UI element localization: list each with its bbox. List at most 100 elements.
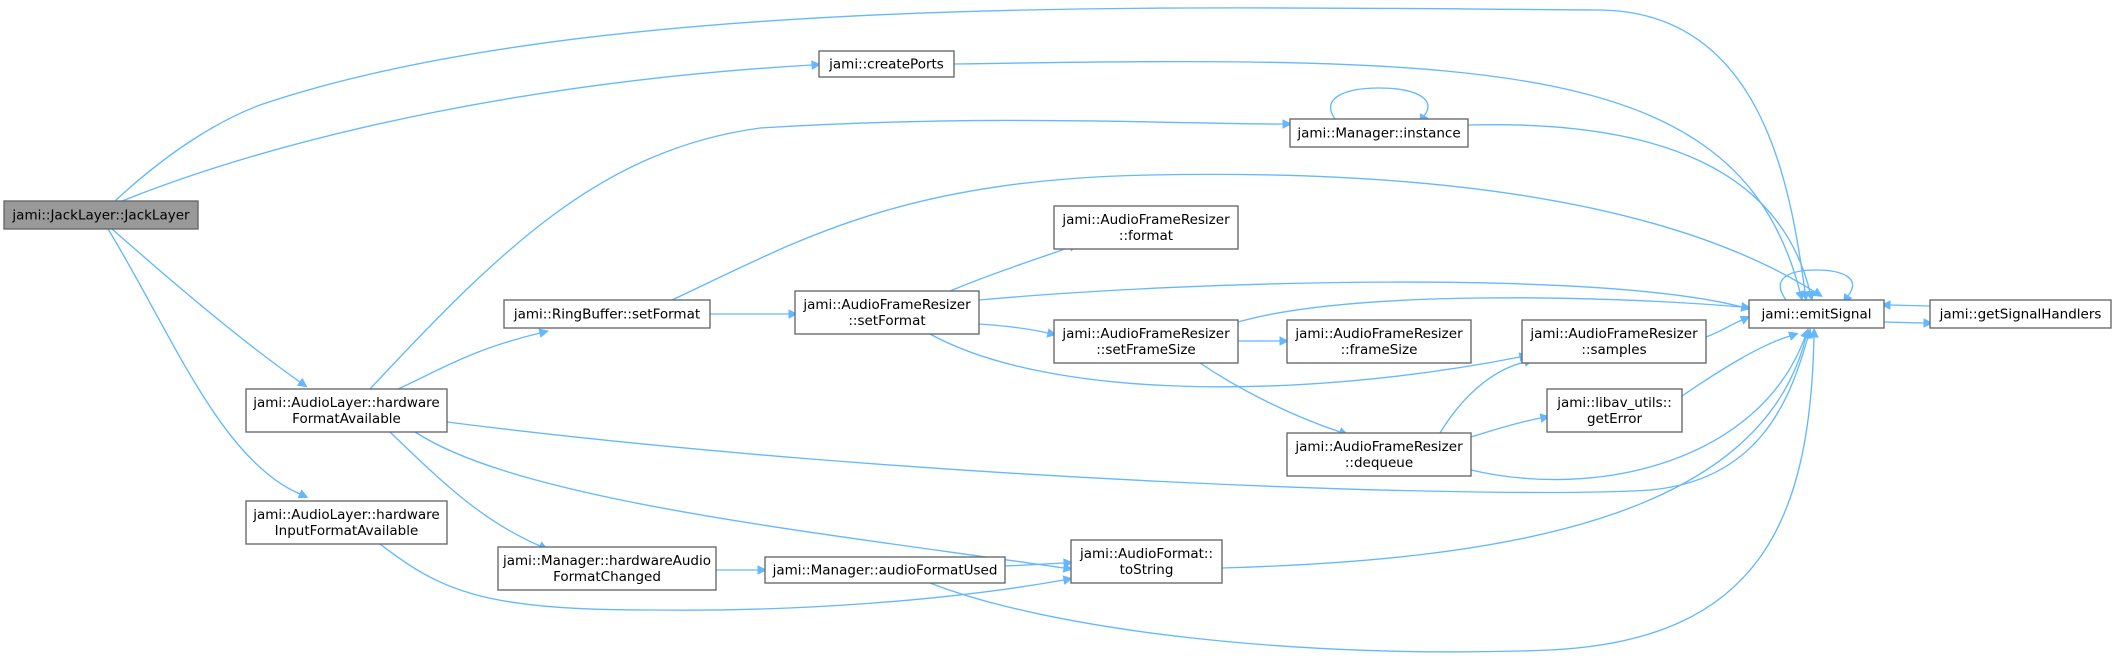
edge-arrowhead — [1062, 575, 1073, 585]
node-label: jami::Manager::instance — [1296, 126, 1460, 142]
node-box — [1053, 205, 1239, 250]
edge-line — [949, 246, 1071, 292]
node-hw-format-available[interactable]: jami::AudioLayer::hardwareFormatAvailabl… — [245, 388, 448, 433]
node-resizer-dequeue[interactable]: jami::AudioFrameResizer::dequeue — [1286, 432, 1472, 477]
edge-arrowhead — [538, 328, 549, 338]
node-label: toString — [1120, 562, 1174, 578]
edge-line — [369, 119, 1284, 390]
node-createports[interactable]: jami::createPorts — [818, 50, 955, 78]
edge-arrowhead — [1741, 302, 1752, 312]
edge-jacklayer-to-emitsignal — [114, 7, 1810, 302]
node-ringbuffer-setformat[interactable]: jami::RingBuffer::setFormat — [503, 299, 711, 329]
edge-audioformat-tostring-to-emitsignal — [1221, 328, 1811, 569]
node-label: ::setFormat — [848, 313, 925, 329]
edge-line — [1883, 321, 1925, 324]
node-jacklayer[interactable]: jami::JackLayer::JackLayer — [3, 200, 199, 230]
node-box — [1286, 319, 1472, 364]
edge-arrowhead — [1788, 331, 1799, 341]
edge-arrowhead — [1795, 290, 1805, 301]
edge-arrowhead — [1880, 300, 1891, 310]
edge-audio-format-used-to-audioformat-tostring — [1004, 558, 1074, 568]
edge-arrowhead — [1812, 287, 1823, 297]
node-box — [1546, 388, 1683, 433]
edge-arrowhead — [1923, 318, 1934, 328]
edge-arrowhead — [297, 489, 309, 499]
edge-hw-format-available-to-instance — [369, 119, 1293, 390]
edge-geterror-to-emitsignal — [1681, 331, 1799, 397]
node-label: jami::getSignalHandlers — [1939, 307, 2102, 323]
node-hw-input-format-available[interactable]: jami::AudioLayer::hardwareInputFormatAva… — [245, 500, 448, 545]
node-label: jami::libav_utils:: — [1556, 395, 1672, 411]
edge-resizer-setformat-to-emitsignal — [978, 281, 1751, 312]
edge-line — [1889, 304, 1931, 307]
node-instance[interactable]: jami::Manager::instance — [1289, 118, 1469, 148]
edge-hw-input-format-available-to-audioformat-tostring — [379, 543, 1073, 611]
edge-line — [107, 228, 301, 495]
node-geterror[interactable]: jami::libav_utils::getError — [1546, 388, 1683, 433]
node-label: ::dequeue — [1345, 455, 1413, 471]
node-label: jami::AudioLayer::hardware — [252, 507, 439, 523]
edge-hw-format-available-to-ringbuffer-setformat — [397, 328, 549, 390]
node-box — [1521, 319, 1707, 364]
edge-line — [1439, 361, 1526, 434]
node-box — [1748, 299, 1885, 329]
edge-line — [389, 431, 541, 547]
node-hw-audio-format-changed[interactable]: jami::Manager::hardwareAudioFormatChange… — [497, 546, 717, 591]
edge-line — [671, 173, 1816, 301]
edge-emitsignal-to-getsignalhandlers — [1883, 318, 1934, 328]
edge-jacklayer-to-createports — [121, 60, 822, 202]
node-label: jami::createPorts — [828, 57, 944, 73]
edge-line — [414, 431, 1065, 569]
node-box — [764, 556, 1006, 584]
edge-arrowhead — [1282, 119, 1293, 129]
edge-jacklayer-to-hw-format-available — [111, 228, 308, 388]
node-label: jami::AudioFrameResizer — [1061, 326, 1230, 342]
edge-line — [1467, 123, 1811, 293]
node-resizer-format[interactable]: jami::AudioFrameResizer::format — [1053, 205, 1239, 250]
edge-line — [978, 323, 1049, 334]
edge-resizer-setframesize-to-resizer-framesize — [1238, 336, 1290, 346]
node-box — [818, 50, 955, 78]
node-audio-format-used[interactable]: jami::Manager::audioFormatUsed — [764, 556, 1006, 584]
edge-line — [379, 543, 1065, 611]
edge-arrowhead — [296, 377, 308, 388]
node-layer: jami::JackLayer::JackLayer jami::createPo… — [3, 50, 2112, 591]
edge-resizer-setframesize-to-resizer-dequeue — [1199, 362, 1349, 437]
node-label: jami::AudioFrameResizer — [802, 297, 971, 313]
node-resizer-setformat[interactable]: jami::AudioFrameResizer::setFormat — [794, 290, 980, 335]
edge-audio-format-used-to-emitsignal — [929, 327, 1819, 653]
node-box — [1929, 299, 2112, 329]
node-label: jami::RingBuffer::setFormat — [513, 307, 700, 323]
edge-createports-to-emitsignal — [953, 60, 1805, 301]
node-resizer-setframesize[interactable]: jami::AudioFrameResizer::setFrameSize — [1053, 319, 1239, 364]
node-resizer-samples[interactable]: jami::AudioFrameResizer::samples — [1521, 319, 1707, 364]
edge-ringbuffer-setformat-to-emitsignal — [671, 173, 1823, 301]
node-box — [245, 500, 448, 545]
edge-resizer-dequeue-to-geterror — [1470, 413, 1550, 438]
edge-emitsignal-to-emitsignal — [1779, 269, 1854, 304]
edge-ringbuffer-setformat-to-resizer-setformat — [710, 309, 799, 319]
edge-line — [929, 336, 1815, 653]
edge-getsignalhandlers-to-emitsignal — [1880, 300, 1931, 310]
node-label: jami::emitSignal — [1761, 307, 1872, 323]
node-resizer-framesize[interactable]: jami::AudioFrameResizer::frameSize — [1286, 319, 1472, 364]
node-label: jami::AudioLayer::hardware — [252, 395, 439, 411]
node-label: jami::Manager::hardwareAudio — [502, 553, 711, 569]
edge-line — [1779, 269, 1854, 301]
node-audioformat-tostring[interactable]: jami::AudioFormat::toString — [1070, 539, 1223, 584]
node-getsignalhandlers[interactable]: jami::getSignalHandlers — [1929, 299, 2112, 329]
edge-arrowhead — [757, 565, 768, 575]
edge-hw-audio-format-changed-to-audio-format-used — [716, 565, 768, 575]
edge-line — [446, 336, 1809, 494]
node-label: jami::AudioFormat:: — [1079, 546, 1213, 562]
edge-line — [1237, 297, 1743, 323]
node-label: FormatAvailable — [292, 411, 401, 427]
edge-arrowhead — [811, 60, 822, 70]
edge-line — [1329, 87, 1429, 120]
edge-arrowhead — [1801, 328, 1811, 339]
edge-line — [1199, 362, 1341, 433]
edge-line — [929, 333, 1521, 388]
edge-line — [1470, 417, 1542, 438]
edge-line — [978, 281, 1743, 308]
node-emitsignal[interactable]: jami::emitSignal — [1748, 299, 1885, 329]
